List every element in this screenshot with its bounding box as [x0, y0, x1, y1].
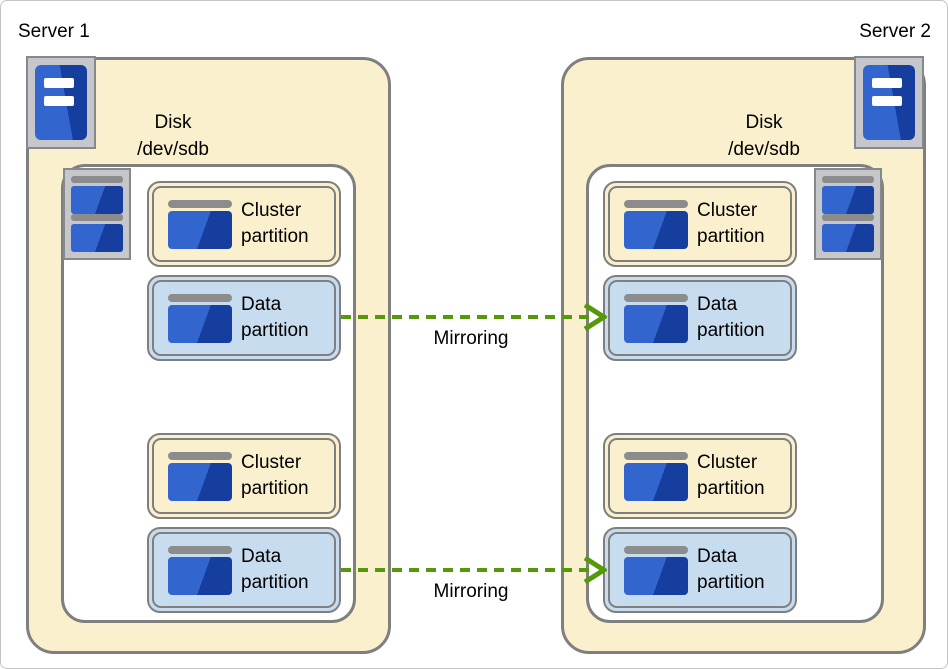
partition-label: Cluster partition: [241, 452, 309, 499]
partition-inner: Cluster partition: [608, 186, 792, 262]
disk-title: Disk: [745, 112, 783, 133]
server2-box: Disk /dev/sdb Cluster partition Data par…: [561, 56, 926, 654]
disk-glyph: [71, 214, 123, 252]
partition-label: Data partition: [697, 294, 765, 341]
partition-icon: [168, 199, 232, 249]
partition-label: Data partition: [697, 546, 765, 593]
server1-cluster-partition-1: Cluster partition: [147, 181, 341, 267]
partition-label: Data partition: [241, 546, 309, 593]
mirroring-label-1: Mirroring: [433, 328, 509, 349]
disk-glyph: [822, 214, 874, 252]
server1-box: Disk /dev/sdb Cluster partition Data par…: [26, 56, 391, 654]
mirroring-arrow-1: [341, 302, 607, 332]
mirroring-label-2: Mirroring: [433, 581, 509, 602]
partition-inner: Data partition: [152, 532, 336, 608]
disk-glyph: [822, 176, 874, 214]
server2-disk-label: Disk /dev/sdb: [684, 109, 844, 163]
disk-stack-icon: [814, 168, 882, 260]
partition-icon: [624, 199, 688, 249]
disk-device: /dev/sdb: [728, 139, 800, 160]
partition-inner: Data partition: [608, 280, 792, 356]
partition-icon: [168, 545, 232, 595]
partition-icon: [624, 545, 688, 595]
partition-icon: [624, 293, 688, 343]
server2-cluster-partition-2: Cluster partition: [603, 433, 797, 519]
partition-label: Cluster partition: [697, 200, 765, 247]
partition-inner: Cluster partition: [608, 438, 792, 514]
server-tower-icon: [26, 56, 96, 149]
server2-cluster-partition-1: Cluster partition: [603, 181, 797, 267]
disk-title: Disk: [154, 112, 192, 133]
server1-data-partition-1: Data partition: [147, 275, 341, 361]
partition-inner: Data partition: [152, 280, 336, 356]
server-tower-body: [863, 65, 915, 140]
partition-inner: Data partition: [608, 532, 792, 608]
server1-disk-label: Disk /dev/sdb: [93, 109, 253, 163]
server-tower-body: [35, 65, 87, 140]
server-tower-icon: [854, 56, 924, 149]
partition-icon: [168, 451, 232, 501]
partition-label: Cluster partition: [241, 200, 309, 247]
server2-label: Server 2: [859, 21, 931, 42]
partition-inner: Cluster partition: [152, 438, 336, 514]
partition-icon: [624, 451, 688, 501]
disk-device: /dev/sdb: [137, 139, 209, 160]
partition-inner: Cluster partition: [152, 186, 336, 262]
disk-glyph: [71, 176, 123, 214]
server2-data-partition-1: Data partition: [603, 275, 797, 361]
mirroring-arrow-2: [341, 555, 607, 585]
partition-icon: [168, 293, 232, 343]
server1-cluster-partition-2: Cluster partition: [147, 433, 341, 519]
partition-label: Cluster partition: [697, 452, 765, 499]
server2-data-partition-2: Data partition: [603, 527, 797, 613]
server1-label: Server 1: [18, 21, 90, 42]
disk-stack-icon: [63, 168, 131, 260]
server1-data-partition-2: Data partition: [147, 527, 341, 613]
partition-label: Data partition: [241, 294, 309, 341]
